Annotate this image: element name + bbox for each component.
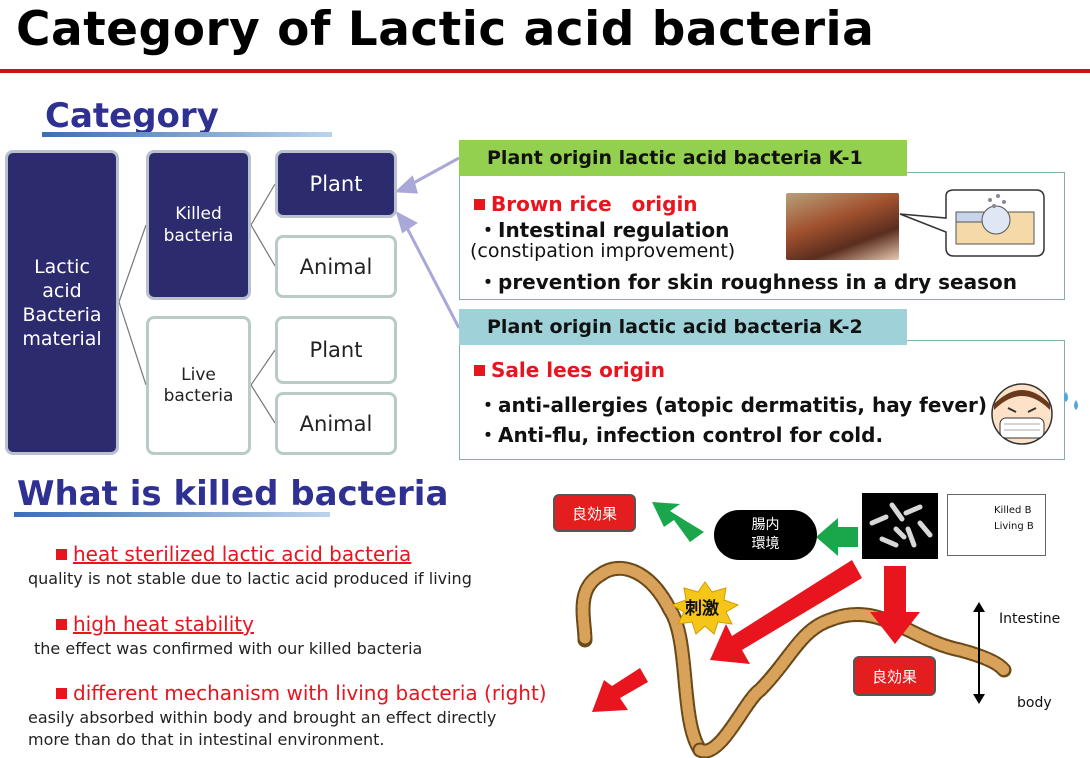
pointer-k2-line [403, 223, 461, 329]
live-bacteria-box: Live bacteria [146, 316, 251, 455]
live-animal-box: Animal [275, 392, 397, 455]
killed-plant-box: Plant [275, 150, 397, 218]
red-arrow-to-intestine [710, 560, 862, 664]
category-heading: Category [45, 96, 219, 136]
point-1-desc: quality is not stable due to lactic acid… [28, 569, 472, 588]
k2-line2: ・Anti-flu, infection control for cold. [478, 423, 884, 447]
bacteria-microscope-image [862, 493, 938, 559]
k1-line1: ・Intestinal regulation [478, 218, 730, 242]
bullet-square-icon [474, 199, 485, 210]
pointer-k2-head [395, 211, 418, 234]
killed-bacteria-heading: What is killed bacteria [17, 474, 449, 514]
live-plant-box: Plant [275, 316, 397, 384]
red-arrow-down [870, 566, 920, 644]
k1-line3: ・prevention for skin roughness in a dry … [478, 270, 1017, 294]
point-3-desc-2: more than do that in intestinal environm… [28, 730, 385, 749]
k2-origin: Sale lees origin [474, 358, 665, 382]
green-arrow-to-effect [652, 502, 704, 542]
killed-bacteria-underline [14, 512, 330, 517]
intestine-label: Intestine [999, 611, 1061, 627]
bacteria-rods-icon [869, 502, 933, 548]
intestine-tube-right-inner [694, 609, 1010, 757]
masked-face-icon [991, 383, 1078, 445]
point-2-title: high heat stability [56, 612, 254, 636]
lactic-acid-bacteria-material-box: Lactic acid Bacteria material [5, 150, 119, 455]
skin-moisture-callout-icon [899, 189, 1045, 257]
k2-panel [459, 340, 1065, 460]
gut-environment-oval: 腸内 環境 [714, 510, 817, 560]
pointer-k1-head [394, 175, 419, 194]
good-effect-top-box: 良効果 [553, 494, 636, 532]
bullet-square-icon [56, 688, 67, 699]
bullet-square-icon [56, 619, 67, 630]
legend-living-label: Living B [994, 521, 1034, 532]
connector-killed-plant [250, 183, 276, 226]
page-title: Category of Lactic acid bacteria [16, 2, 875, 57]
connector-root-live [118, 301, 147, 386]
connector-root-killed [118, 224, 147, 303]
arrow-up-icon [973, 602, 985, 612]
k1-line2: (constipation improvement) [470, 240, 736, 262]
connector-live-plant [250, 349, 276, 386]
stimulus-burst-icon [670, 581, 740, 635]
bullet-square-icon [474, 365, 485, 376]
killed-bacteria-box: Killed bacteria [146, 150, 251, 300]
legend-box: Killed B Living B [947, 494, 1046, 556]
k2-line1: ・anti-allergies (atopic dermatitis, hay … [478, 393, 987, 417]
point-2-desc: the effect was confirmed with our killed… [34, 639, 423, 658]
connector-live-animal [250, 384, 276, 424]
k2-tab: Plant origin lactic acid bacteria K-2 [459, 309, 907, 345]
point-3-title: different mechanism with living bacteria… [56, 681, 547, 705]
pointer-k1-line [407, 156, 460, 188]
k1-tab: Plant origin lactic acid bacteria K-1 [459, 140, 907, 176]
point-3-desc-1: easily absorbed within body and brought … [28, 708, 497, 727]
stimulus-label: 刺激 [685, 599, 719, 619]
green-arrow-to-gut [816, 518, 858, 556]
good-effect-bottom-box: 良効果 [853, 656, 936, 696]
point-1-title: heat sterilized lactic acid bacteria [56, 542, 411, 566]
connector-killed-animal [250, 224, 276, 267]
legend-killed-label: Killed B [994, 505, 1032, 516]
category-underline [42, 132, 332, 137]
bullet-square-icon [56, 549, 67, 560]
k1-origin: Brown rice origin [474, 188, 698, 217]
body-label: body [1017, 695, 1052, 711]
intestine-tube-left-inner [577, 562, 706, 756]
red-arrow-to-body [592, 668, 648, 712]
killed-animal-box: Animal [275, 235, 397, 298]
title-divider [0, 69, 1090, 73]
arrow-down-icon [973, 694, 985, 704]
sleeping-child-photo [786, 193, 899, 260]
